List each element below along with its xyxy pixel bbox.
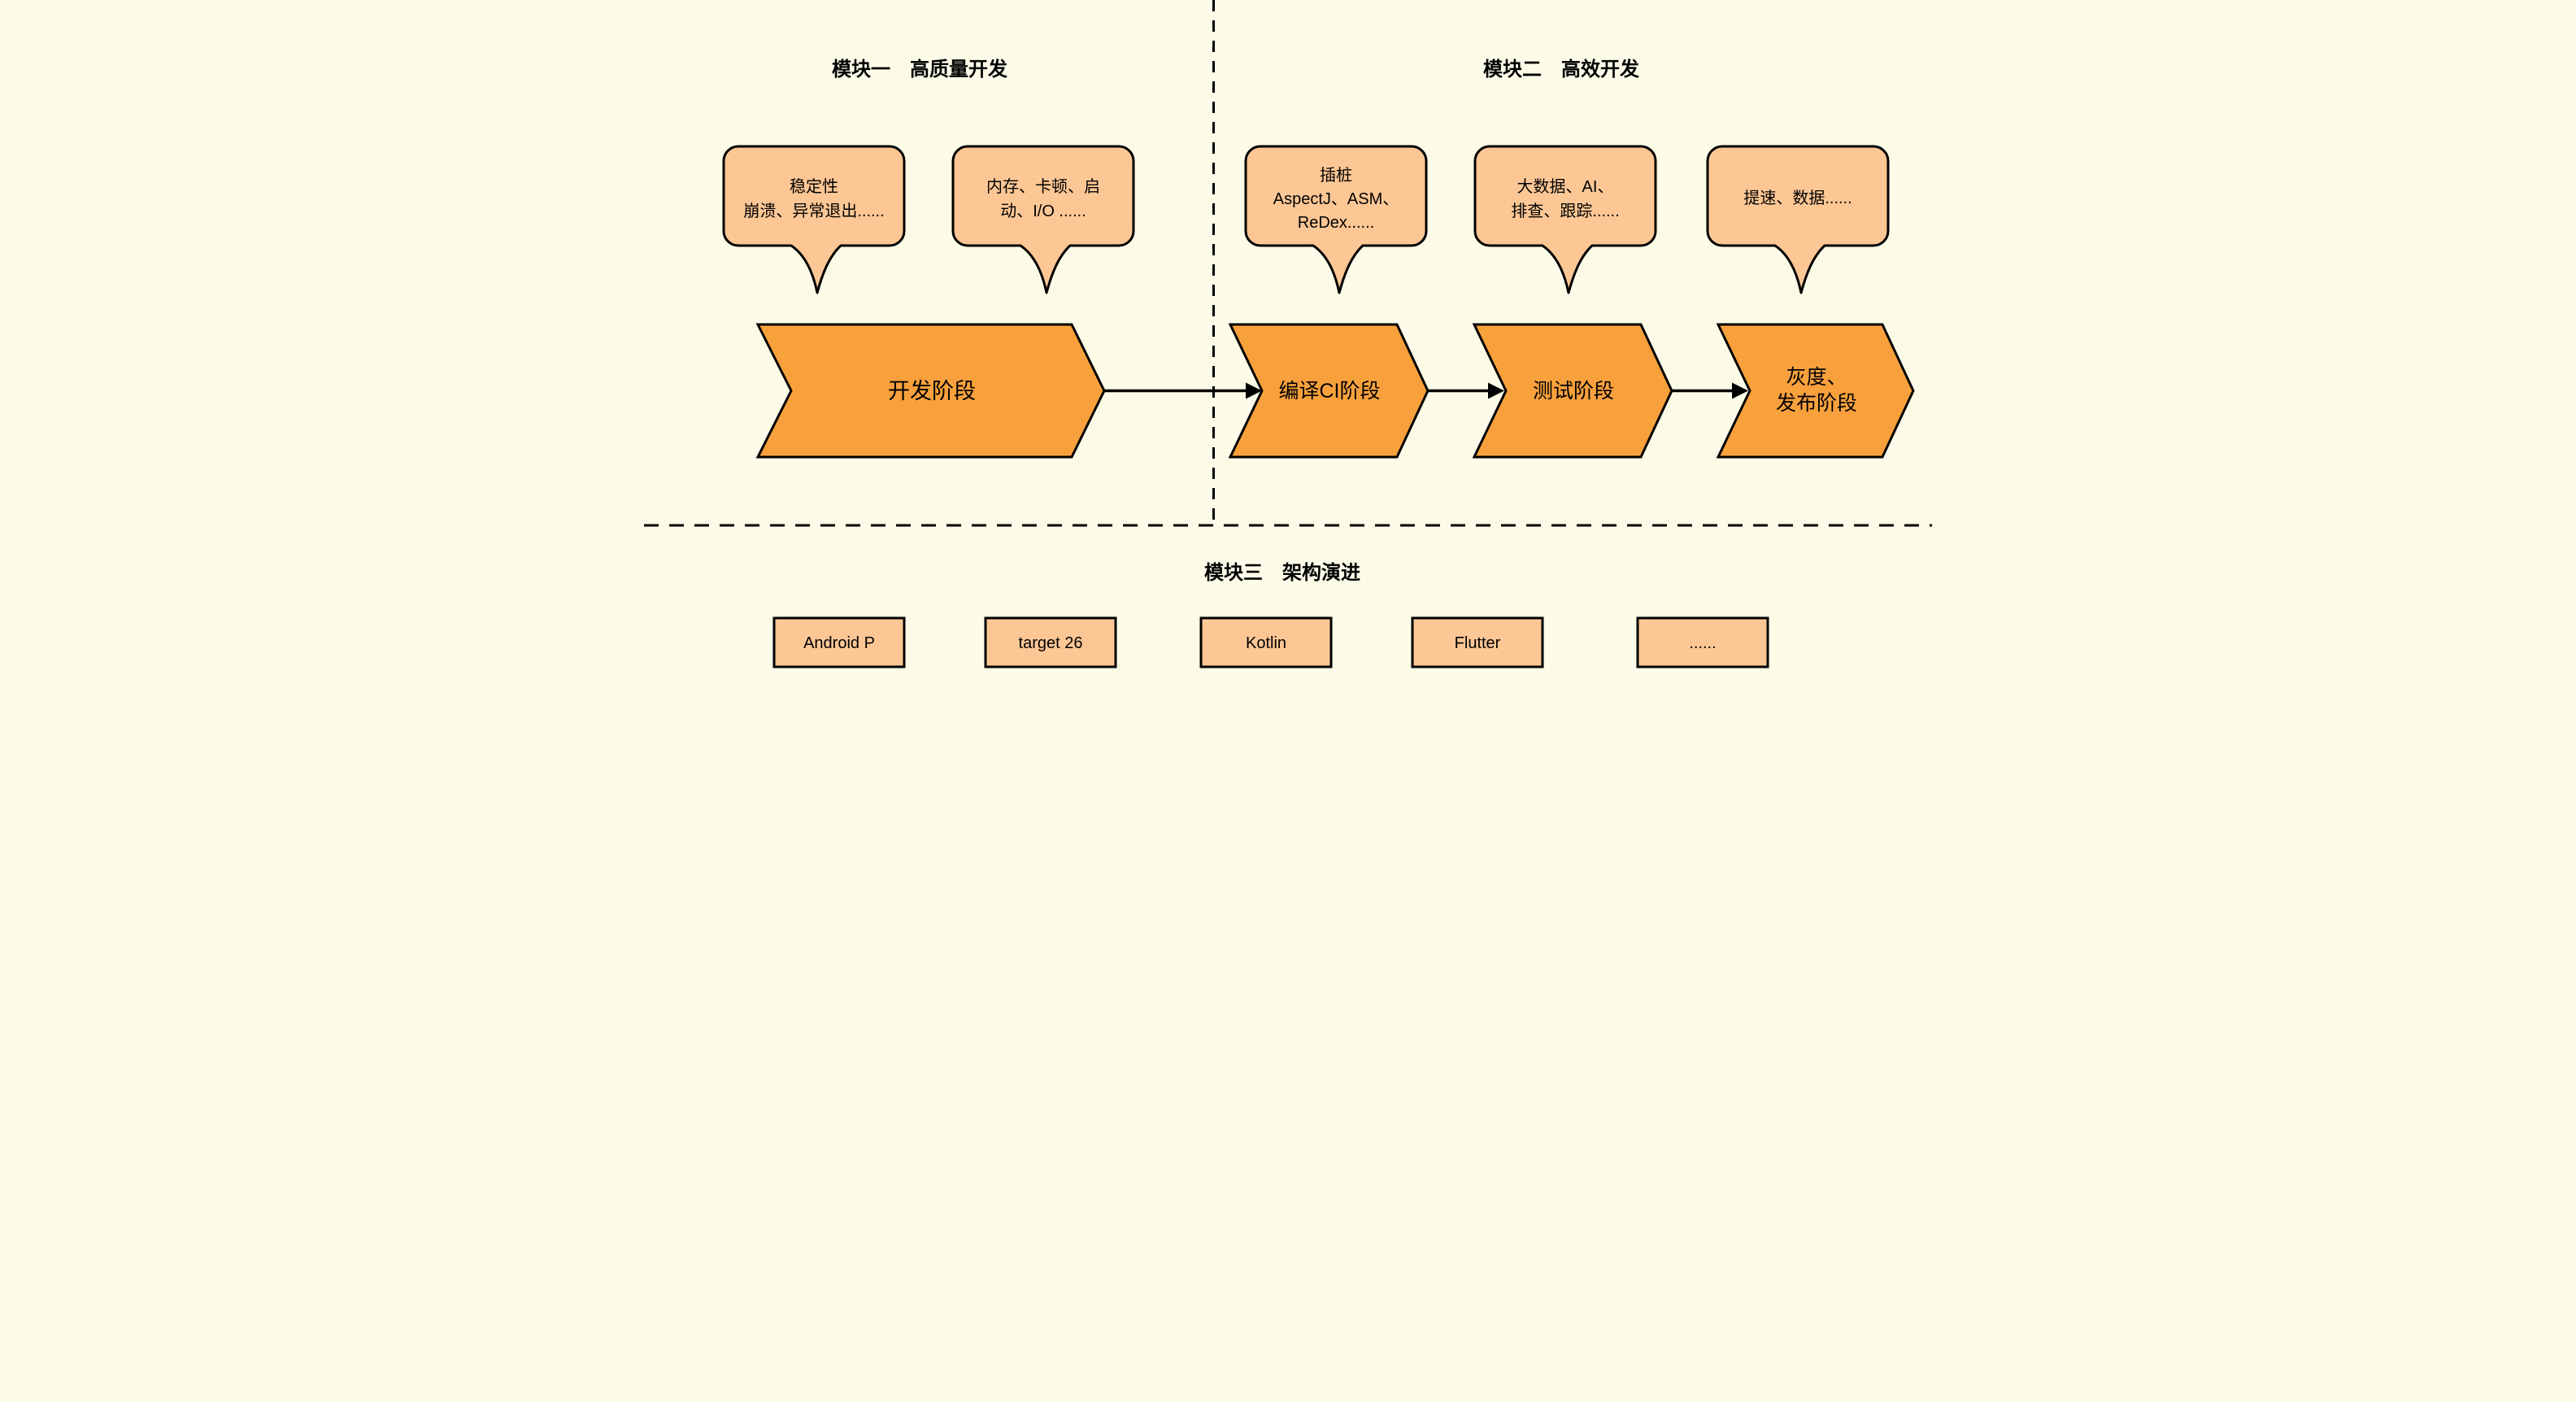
- callout-text-line: ReDex......: [1298, 214, 1374, 232]
- stage-label: 发布阶段: [1776, 392, 1857, 415]
- callout-bubble-shape: [722, 145, 906, 294]
- module2-title: 模块二 高效开发: [1483, 58, 1639, 81]
- stage-chevron-shape: [1228, 323, 1429, 459]
- arrowhead-icon: [1246, 382, 1262, 399]
- tech-box-label: Android P: [803, 634, 875, 652]
- callout-text-line: 动、I/O ......: [1000, 202, 1086, 220]
- callout-text-line: 崩溃、异常退出......: [743, 202, 884, 220]
- stage-label: 测试阶段: [1533, 380, 1614, 403]
- tech-box-kotlin: Kotlin: [1199, 616, 1333, 668]
- architecture-diagram: 模块一 高质量开发 模块二 高效开发 模块三 架构演进 稳定性 崩溃、异常退出.…: [644, 0, 1932, 701]
- callout-bubble-shape: [1244, 145, 1428, 294]
- callout-bubble-shape: [1473, 145, 1657, 294]
- tech-box-flutter: Flutter: [1411, 616, 1544, 668]
- tech-box-label: Kotlin: [1246, 634, 1286, 652]
- callout-text-line: 内存、卡顿、启: [986, 177, 1100, 196]
- callout-bubble-shape: [951, 145, 1135, 294]
- stage-chevron-development: 开发阶段: [755, 323, 1106, 459]
- callout-text-line: 提速、数据......: [1743, 189, 1852, 207]
- callout-text-line: 排查、跟踪......: [1511, 202, 1619, 220]
- arrowhead-icon: [1488, 382, 1504, 399]
- stage-chevron-shape: [1716, 323, 1915, 459]
- tech-box-more: ......: [1636, 616, 1769, 668]
- stage-chevron-gray-release: 灰度、 发布阶段: [1716, 323, 1915, 459]
- stage-label: 开发阶段: [888, 379, 976, 403]
- callout-bubble-instrumentation: 插桩 AspectJ、ASM、 ReDex......: [1244, 145, 1428, 294]
- tech-box-label: ......: [1689, 634, 1716, 652]
- module3-title: 模块三 架构演进: [1204, 561, 1360, 584]
- stage-label: 编译CI阶段: [1278, 380, 1380, 403]
- tech-box-target-26: target 26: [984, 616, 1117, 668]
- stage-chevron-shape: [755, 323, 1106, 459]
- callout-bubble-shape: [1706, 145, 1890, 294]
- callout-bubble-performance: 内存、卡顿、启 动、I/O ......: [951, 145, 1135, 294]
- tech-box-shape: [984, 616, 1117, 668]
- stage-chevron-compile-ci: 编译CI阶段: [1228, 323, 1429, 459]
- flow-arrow-1: [1104, 382, 1262, 399]
- stage-chevron-shape: [1472, 323, 1673, 459]
- callout-text-line: 插桩: [1320, 166, 1352, 185]
- flow-arrow-2: [1428, 382, 1504, 399]
- callout-text-line: 大数据、AI、: [1517, 177, 1614, 196]
- stage-chevron-testing: 测试阶段: [1472, 323, 1673, 459]
- stage-label: 灰度、: [1786, 366, 1847, 389]
- callout-bubble-speedup-data: 提速、数据......: [1706, 145, 1890, 294]
- tech-box-android-p: Android P: [772, 616, 906, 668]
- module1-title: 模块一 高质量开发: [832, 58, 1007, 81]
- tech-box-shape: [1411, 616, 1544, 668]
- arrowhead-icon: [1732, 382, 1748, 399]
- callout-bubble-stability: 稳定性 崩溃、异常退出......: [722, 145, 906, 294]
- tech-box-label: target 26: [1019, 634, 1083, 652]
- flow-arrow-3: [1672, 382, 1748, 399]
- tech-box-label: Flutter: [1455, 634, 1501, 652]
- callout-text-line: 稳定性: [790, 177, 838, 196]
- callout-bubble-bigdata-ai: 大数据、AI、 排查、跟踪......: [1473, 145, 1657, 294]
- callout-text-line: AspectJ、ASM、: [1273, 190, 1399, 208]
- tech-box-shape: [1636, 616, 1769, 668]
- tech-box-shape: [1199, 616, 1333, 668]
- tech-box-shape: [772, 616, 906, 668]
